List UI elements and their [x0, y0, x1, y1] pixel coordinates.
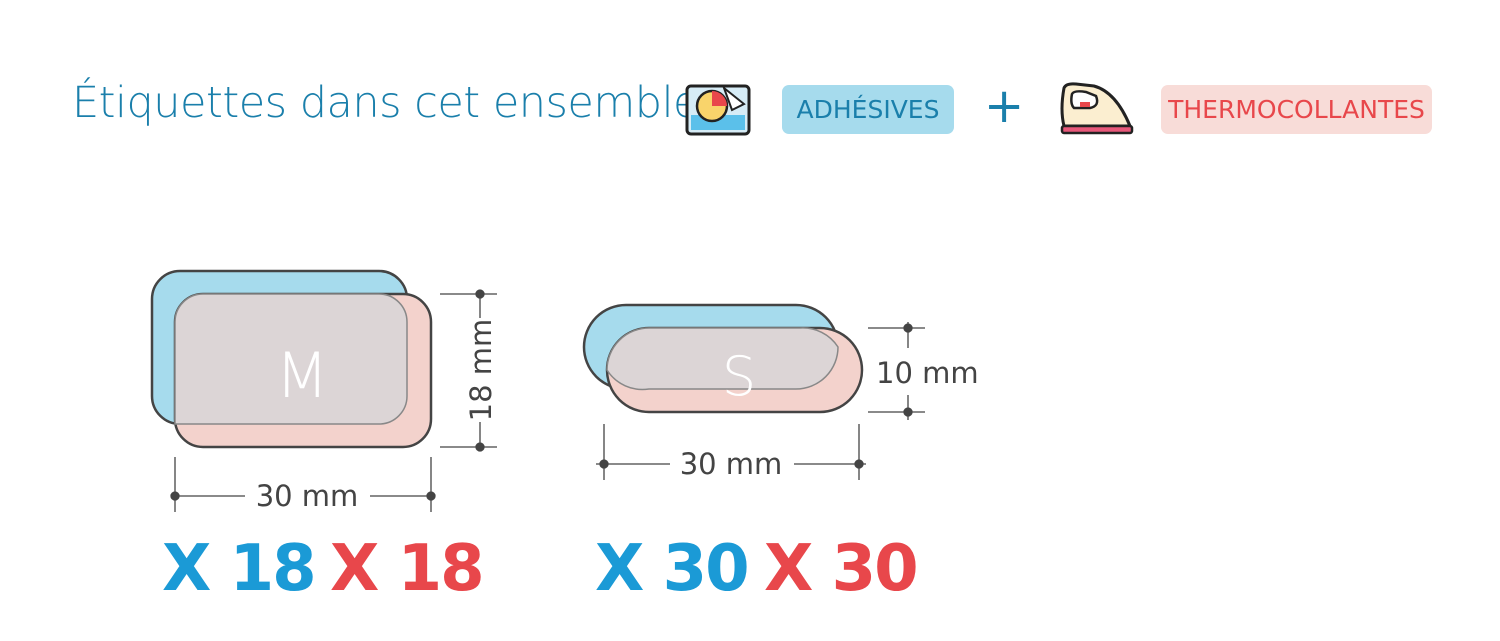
width-s: 30 mm: [680, 447, 783, 481]
iron-icon: [1060, 82, 1134, 135]
page-title: Étiquettes dans cet ensemble: [72, 78, 699, 128]
overlap-m: [174, 293, 408, 425]
sticker-ball-icon: [685, 84, 751, 136]
adhesive-count-m: X 18: [162, 532, 317, 606]
size-letter-s: S: [722, 345, 756, 408]
dim-dot: [903, 407, 913, 417]
dim-dot: [475, 442, 485, 452]
thermo-count-m: X 18: [330, 532, 485, 606]
dim-dot: [170, 491, 180, 501]
adhesive-count-s: X 30: [595, 532, 750, 606]
plus-sign: +: [984, 78, 1025, 134]
dim-dot: [903, 323, 913, 333]
width-m: 30 mm: [256, 479, 359, 513]
thermo-count-s: X 30: [764, 532, 919, 606]
height-m: 18 mm: [464, 319, 498, 422]
height-s: 10 mm: [876, 356, 979, 390]
dim-dot: [475, 289, 485, 299]
thermo-badge: THERMOCOLLANTES: [1161, 85, 1432, 134]
dim-dot: [426, 491, 436, 501]
dim-dot: [854, 459, 864, 469]
overlap-s: [606, 327, 839, 391]
dim-dot: [599, 459, 609, 469]
adhesive-badge: ADHÉSIVES: [782, 85, 954, 134]
size-letter-m: M: [275, 339, 329, 412]
